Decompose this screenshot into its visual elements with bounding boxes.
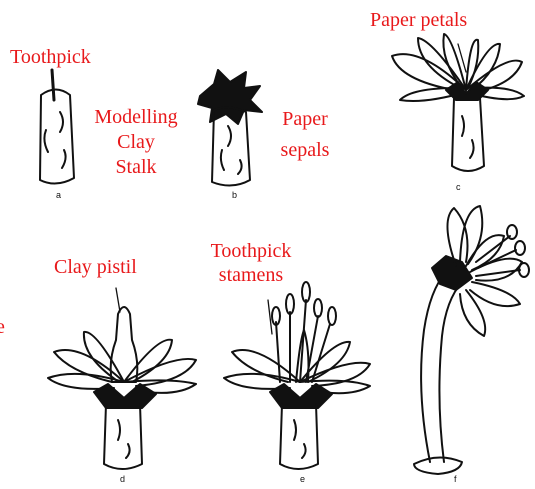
label-toothpick-2: Toothpick bbox=[196, 240, 306, 262]
panel-letter-a: a bbox=[56, 190, 61, 200]
label-paper-sepals: Paper sepals bbox=[266, 108, 344, 161]
step-b-illustration bbox=[198, 70, 262, 186]
label-stalk: Stalk bbox=[84, 156, 188, 178]
toothpick-illustration bbox=[52, 70, 54, 100]
label-sepals: sepals bbox=[266, 139, 344, 161]
label-paper-petals: Paper petals bbox=[370, 9, 467, 31]
panel-letter-b: b bbox=[232, 190, 237, 200]
step-d-illustration bbox=[48, 288, 196, 469]
label-cut-e: e bbox=[0, 316, 5, 338]
panel-letter-e: e bbox=[300, 474, 305, 484]
label-paper: Paper bbox=[266, 108, 344, 130]
drooping-flower-illustration bbox=[414, 206, 529, 474]
step-e-illustration bbox=[224, 282, 370, 469]
label-modelling-clay-stalk: Modelling Clay Stalk bbox=[84, 106, 188, 178]
label-clay-pistil: Clay pistil bbox=[54, 256, 137, 278]
label-toothpick-stamens: Toothpick stamens bbox=[196, 240, 306, 286]
step-c-illustration bbox=[392, 34, 524, 171]
label-clay: Clay bbox=[84, 131, 188, 153]
panel-letter-d: d bbox=[120, 474, 125, 484]
label-toothpick: Toothpick bbox=[10, 46, 91, 68]
sepals-illustration bbox=[198, 70, 262, 124]
step-a-illustration bbox=[40, 70, 74, 184]
panel-letter-f: f bbox=[454, 474, 457, 484]
label-modelling: Modelling bbox=[84, 106, 188, 128]
label-stamens: stamens bbox=[196, 264, 306, 286]
panel-letter-c: c bbox=[456, 182, 461, 192]
